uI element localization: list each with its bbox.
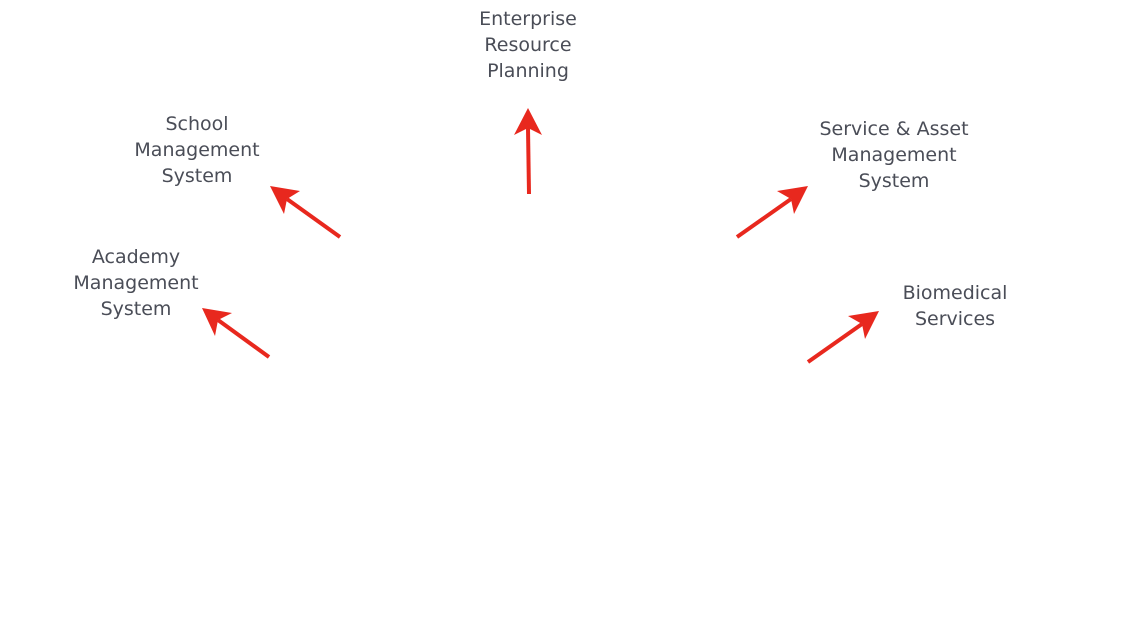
node-biomedical-line-2: Services	[914, 308, 996, 330]
arrow-to-academy-head	[202, 308, 232, 336]
arrow-to-school	[270, 186, 342, 239]
node-school-line-2: Management	[134, 139, 260, 161]
node-academy-label: Academy Management System	[73, 244, 198, 322]
arrow-to-biomedical-head	[848, 311, 879, 339]
node-erp-line-1: Enterprise	[479, 8, 577, 30]
node-erp-line-3: Planning	[487, 60, 569, 82]
node-service-asset-line-2: Management	[831, 144, 957, 166]
node-biomedical-label: Biomedical Services	[903, 280, 1008, 332]
arrow-to-service-asset-shaft	[735, 197, 793, 239]
node-academy-line-3: System	[100, 298, 172, 320]
node-academy-line-1: Academy	[91, 246, 181, 268]
node-biomedical-line-1: Biomedical	[902, 282, 1008, 304]
node-school-line-3: System	[161, 165, 233, 187]
node-erp-line-2: Resource	[484, 34, 572, 56]
arrow-to-erp	[514, 108, 542, 195]
node-service-asset-line-1: Service & Asset	[819, 118, 969, 140]
arrow-to-academy	[202, 308, 271, 359]
node-school-line-1: School	[165, 113, 229, 135]
arrow-to-erp-head	[514, 108, 542, 135]
arrow-to-service-asset	[735, 186, 808, 239]
node-erp-label: Enterprise Resource Planning	[479, 6, 577, 84]
node-school-label: School Management System	[134, 111, 259, 189]
arrow-to-school-head	[270, 186, 300, 214]
node-service-asset-line-3: System	[858, 170, 930, 192]
node-academy-line-2: Management	[73, 272, 199, 294]
arrow-to-school-shaft	[285, 197, 342, 239]
node-service-asset-label: Service & Asset Management System	[819, 116, 968, 194]
arrow-to-biomedical-shaft	[806, 322, 864, 364]
arrow-to-academy-shaft	[216, 318, 271, 359]
arrow-to-erp-shaft	[526, 127, 531, 195]
arrow-to-biomedical	[806, 311, 879, 364]
arrow-to-service-asset-head	[777, 186, 808, 214]
